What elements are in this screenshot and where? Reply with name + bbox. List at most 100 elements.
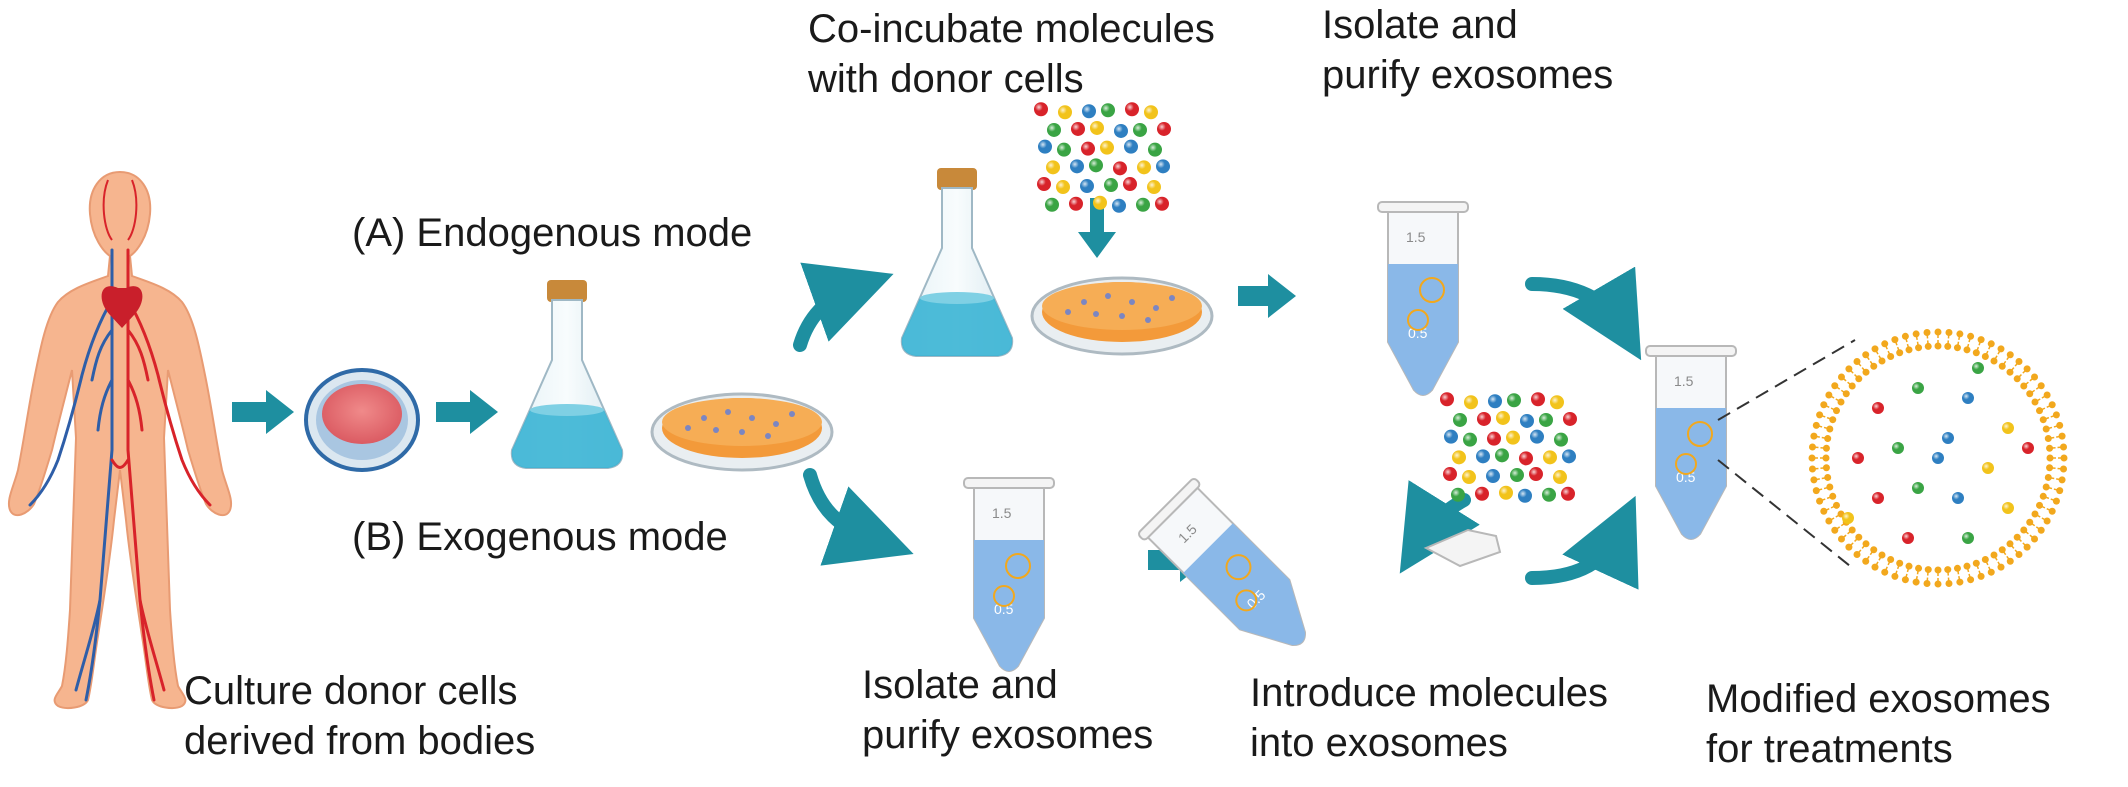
molecule-bead <box>1071 121 1085 136</box>
label-coincubate: Co-incubate molecules with donor cells <box>808 4 1215 104</box>
curved-arrow-to-final-bottom <box>1525 495 1639 590</box>
molecule-bead <box>1553 470 1567 485</box>
curved-arrow-down-exo <box>803 468 914 566</box>
label-culture: Culture donor cells derived from bodies <box>184 666 535 766</box>
molecule-bead <box>1518 488 1532 503</box>
label-line: purify exosomes <box>1322 53 1614 97</box>
molecule-bead <box>1519 451 1533 466</box>
tube-mark-upper: 1.5 <box>1406 229 1426 245</box>
molecule-bead <box>1962 392 1974 404</box>
molecule-bead <box>1136 197 1150 212</box>
molecules-icon <box>1440 392 1577 503</box>
label-introduce: Introduce molecules into exosomes <box>1250 668 1608 768</box>
molecule-bead <box>1539 412 1553 427</box>
molecule-bead <box>1046 160 1060 175</box>
molecule-bead <box>1499 485 1513 500</box>
tube-mark-upper: 1.5 <box>992 505 1012 521</box>
label-line: derived from bodies <box>184 719 536 763</box>
molecule-bead <box>1912 482 1924 494</box>
molecule-bead <box>1045 197 1059 212</box>
molecule-bead <box>1156 159 1170 174</box>
molecule-bead <box>1462 470 1476 485</box>
molecule-bead <box>1542 487 1556 502</box>
molecule-bead <box>1852 452 1864 464</box>
microtube-icon: 1.5 0.5 <box>1645 345 1737 540</box>
microtube-icon: 1.5 0.5 <box>1377 201 1469 396</box>
molecule-bead <box>1476 449 1490 464</box>
label-isolate-bottom: Isolate and purify exosomes <box>862 660 1153 760</box>
molecule-bead <box>1496 410 1510 425</box>
molecule-bead <box>1932 452 1944 464</box>
molecule-bead <box>1112 198 1126 213</box>
molecule-bead <box>1563 411 1577 426</box>
molecule-bead <box>1444 429 1458 444</box>
molecule-bead <box>1952 492 1964 504</box>
label-isolate-top: Isolate and purify exosomes <box>1322 0 1613 100</box>
molecules-icon <box>1034 102 1171 213</box>
molecule-bead <box>1125 102 1139 117</box>
molecule-bead <box>1443 467 1457 482</box>
curved-arrows <box>793 262 1642 590</box>
label-endogenous-mode: (A) Endogenous mode <box>352 211 753 255</box>
curved-arrow-up-endo <box>793 262 894 352</box>
molecule-bead <box>1872 402 1884 414</box>
molecule-bead <box>1872 492 1884 504</box>
label-modified: Modified exosomes for treatments <box>1706 674 2051 774</box>
molecule-bead <box>1070 159 1084 174</box>
label-line: into exosomes <box>1250 721 1508 765</box>
arrow-endo-flask <box>1238 274 1296 318</box>
molecule-bead <box>1034 102 1048 117</box>
arrow-cell-to-flask <box>436 390 498 434</box>
molecule-bead <box>1912 382 1924 394</box>
molecule-bead <box>1543 450 1557 465</box>
molecule-bead <box>1464 395 1478 410</box>
molecule-bead <box>1037 177 1051 192</box>
microtube-icon: 1.5 0.5 <box>963 477 1055 672</box>
molecule-bead <box>1520 413 1534 428</box>
flask-icon <box>900 168 1014 357</box>
molecule-bead <box>1530 429 1544 444</box>
molecule-bead <box>1452 450 1466 465</box>
molecule-bead <box>1529 467 1543 482</box>
molecule-bead <box>1124 139 1138 154</box>
molecule-bead <box>1144 105 1158 120</box>
tube-mark-upper: 1.5 <box>1674 373 1694 389</box>
molecule-bead <box>1488 394 1502 409</box>
molecule-bead <box>1507 393 1521 408</box>
molecule-bead <box>1486 469 1500 484</box>
molecule-bead <box>1114 123 1128 138</box>
molecule-bead <box>1137 160 1151 175</box>
label-line: Isolate and <box>1322 3 1518 47</box>
lipid-head <box>2042 483 2050 491</box>
molecule-bead <box>1451 487 1465 502</box>
molecule-bead <box>2002 502 2014 514</box>
petri-dish-icon <box>1030 276 1214 356</box>
petri-dish-icon <box>650 392 834 472</box>
tube-lid <box>1423 528 1502 568</box>
molecule-bead <box>1101 103 1115 118</box>
arrow-molecules-down <box>1078 198 1116 258</box>
molecule-bead <box>1147 180 1161 195</box>
human-body-icon <box>8 170 232 709</box>
molecule-bead <box>1081 141 1095 156</box>
molecule-bead <box>1056 180 1070 195</box>
molecule-bead <box>1531 392 1545 407</box>
label-line: for treatments <box>1706 727 1953 771</box>
molecule-bead <box>1148 142 1162 157</box>
lipid-head <box>2042 425 2050 433</box>
molecule-bead <box>1550 395 1564 410</box>
molecule-bead <box>1561 486 1575 501</box>
molecule-bead <box>1082 104 1096 119</box>
molecule-bead <box>1477 411 1491 426</box>
flask-icon <box>510 280 624 469</box>
molecule-bead <box>1554 432 1568 447</box>
molecule-bead <box>1562 449 1576 464</box>
molecule-bead <box>1100 140 1114 155</box>
label-exogenous-mode: (B) Exogenous mode <box>352 515 728 559</box>
label-line: Isolate and <box>862 663 1058 707</box>
molecule-bead <box>1842 512 1854 524</box>
molecule-bead <box>1089 158 1103 173</box>
zoom-lines <box>1717 339 1856 571</box>
